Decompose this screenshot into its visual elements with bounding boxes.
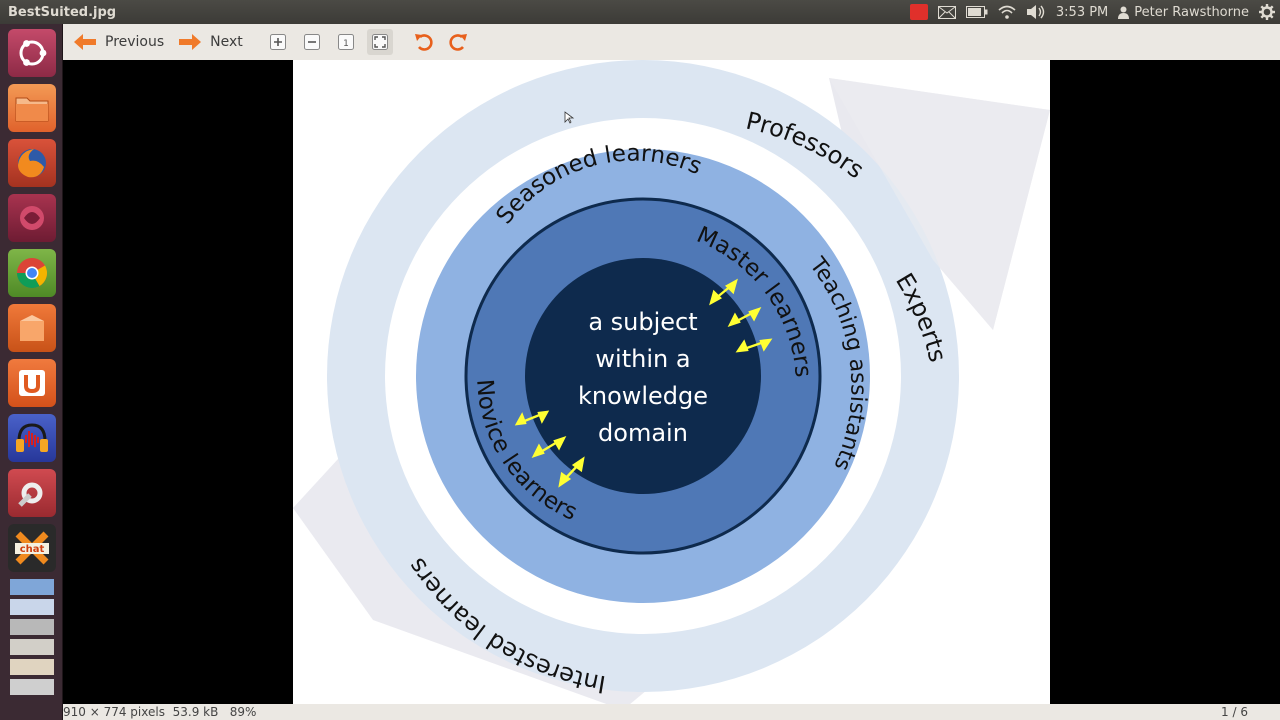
svg-text:1: 1 (343, 39, 349, 49)
app-orange-icon[interactable] (8, 304, 56, 352)
exchange-arrows (514, 278, 773, 488)
mouse-pointer-icon (564, 111, 575, 124)
top-panel: BestSuited.jpg 3:53 PM Peter Rawsthorne (0, 0, 1280, 24)
core-line-4: domain (598, 419, 688, 447)
user-icon (1118, 6, 1130, 19)
next-label: Next (210, 34, 243, 50)
core-line-3: knowledge (578, 382, 708, 410)
dash-home-icon[interactable] (8, 29, 56, 77)
double-arrow-master-3 (735, 338, 773, 353)
zoom-normal-icon[interactable]: 1 (333, 29, 359, 55)
double-arrow-novice-1 (514, 410, 550, 426)
xchat-icon[interactable]: chat (8, 524, 56, 572)
image-canvas[interactable]: Interested learners Seasoned learners Pr… (63, 60, 1280, 704)
previous-button[interactable]: Previous (67, 28, 170, 56)
zoom-out-icon[interactable] (299, 29, 325, 55)
core-line-2: within a (595, 345, 690, 373)
previous-label: Previous (105, 34, 165, 50)
window-title: BestSuited.jpg (8, 4, 117, 20)
rotate-left-icon[interactable] (411, 29, 437, 55)
svg-text:chat: chat (20, 544, 45, 555)
ubuntu-one-icon[interactable] (8, 359, 56, 407)
gear-icon[interactable] (1254, 0, 1280, 24)
image-viewer-toolbar: Previous Next 1 (63, 24, 1280, 60)
system-settings-icon[interactable] (8, 469, 56, 517)
displayed-image: Interested learners Seasoned learners Pr… (293, 60, 1050, 704)
image-info: 910 × 774 pixels 53.9 kB 89% (63, 705, 256, 719)
audacity-icon[interactable] (8, 414, 56, 462)
user-menu[interactable]: Peter Rawsthorne (1113, 0, 1254, 24)
battery-icon[interactable] (961, 0, 993, 24)
app-red-icon[interactable] (8, 194, 56, 242)
arrow-right-icon (179, 34, 202, 50)
wifi-icon[interactable] (993, 0, 1021, 24)
page-indicator: 1 / 6 (1221, 705, 1248, 719)
learners-diagram: Interested learners Seasoned learners Pr… (293, 60, 1050, 704)
status-bar: 910 × 774 pixels 53.9 kB 89% 1 / 6 (63, 704, 1280, 720)
mail-icon[interactable] (933, 0, 961, 24)
core (525, 258, 761, 494)
launcher: chat (0, 24, 63, 720)
stacked-apps-icon[interactable] (8, 579, 56, 699)
firefox-icon[interactable] (8, 139, 56, 187)
chrome-icon[interactable] (8, 249, 56, 297)
double-arrow-novice-3 (558, 456, 585, 488)
image-dimensions: 910 × 774 pixels (63, 705, 165, 719)
zoom-in-icon[interactable] (265, 29, 291, 55)
image-filesize: 53.9 kB (172, 705, 219, 719)
user-name: Peter Rawsthorne (1134, 4, 1249, 20)
clock[interactable]: 3:53 PM (1055, 4, 1109, 20)
best-fit-icon[interactable] (366, 29, 393, 55)
double-arrow-master-2 (727, 306, 762, 328)
volume-icon[interactable] (1021, 0, 1051, 24)
arrow-left-icon (74, 34, 96, 50)
double-arrow-novice-2 (531, 435, 567, 459)
core-line-1: a subject (588, 308, 697, 336)
record-indicator-icon[interactable] (905, 0, 933, 24)
files-icon[interactable] (8, 84, 56, 132)
next-button[interactable]: Next (172, 28, 249, 56)
rotate-right-icon[interactable] (445, 29, 471, 55)
double-arrow-master-1 (709, 278, 738, 306)
indicator-area: 3:53 PM Peter Rawsthorne (905, 0, 1280, 24)
zoom-level: 89% (229, 705, 257, 719)
